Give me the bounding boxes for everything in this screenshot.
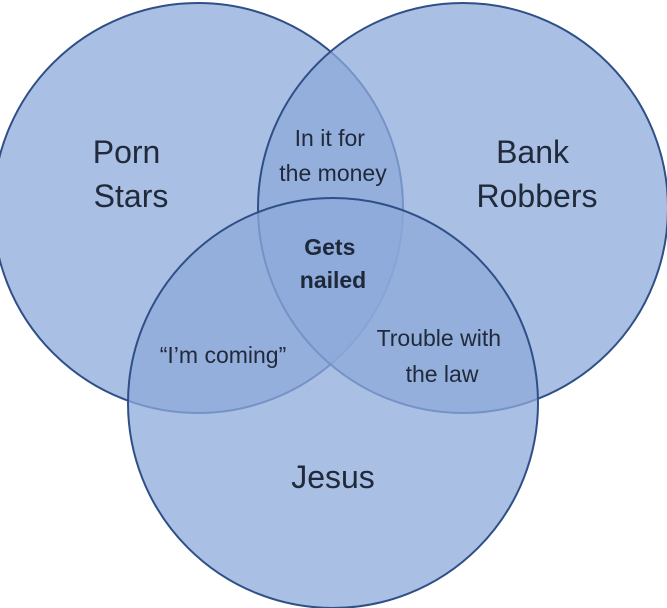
overlap-bank-jesus-label: Trouble with the law: [377, 325, 508, 387]
porn-stars-label-line-2: Stars: [94, 178, 169, 214]
overlap-porn-bank-line-2: the money: [279, 160, 387, 186]
bank-robbers-label: Bank Robbers: [477, 134, 598, 214]
overlap-porn-bank-line-1: In it for: [295, 125, 366, 151]
jesus-label-line-1: Jesus: [291, 459, 375, 495]
jesus-circle: [127, 197, 539, 608]
center-label: Gets nailed: [300, 234, 366, 293]
porn-stars-label-line-1: Porn: [93, 134, 161, 170]
overlap-porn-bank-label: In it for the money: [279, 125, 387, 186]
overlap-porn-jesus-label: “I’m coming”: [160, 342, 287, 368]
overlap-bank-jesus-line-2: the law: [406, 361, 479, 387]
overlap-bank-jesus-line-1: Trouble with: [377, 325, 501, 351]
center-label-line-2: nailed: [300, 267, 366, 293]
jesus-label: Jesus: [291, 459, 375, 495]
porn-stars-label: Porn Stars: [93, 134, 169, 214]
center-label-line-1: Gets: [304, 234, 355, 260]
bank-robbers-label-line-2: Robbers: [477, 178, 598, 214]
overlap-porn-jesus-line-1: “I’m coming”: [160, 342, 287, 368]
bank-robbers-label-line-1: Bank: [496, 134, 570, 170]
